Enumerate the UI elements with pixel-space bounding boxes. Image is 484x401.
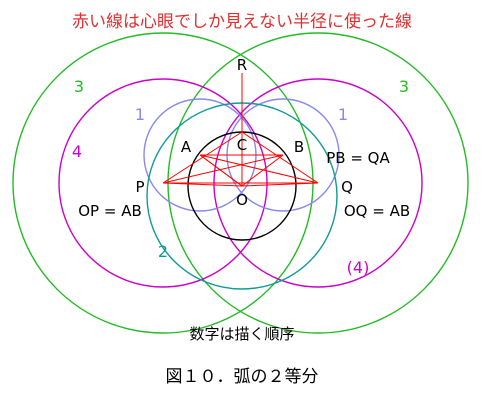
point-label-a: A: [181, 138, 192, 156]
order-note: 数字は描く順序: [189, 325, 294, 343]
step-number-1-left: 1: [135, 105, 145, 124]
point-label-p: P: [135, 178, 144, 196]
point-label-q: Q: [341, 178, 353, 196]
equation-op-ab: OP = AB: [78, 202, 142, 220]
step-number-4-right: (4): [347, 258, 370, 277]
point-label-o: O: [236, 191, 248, 209]
figure-caption: 図１０．弧の２等分: [166, 367, 319, 387]
step-number-3-left: 3: [74, 77, 84, 96]
equation-pb-qa: PB = QA: [326, 149, 390, 167]
radius-lines: [162, 73, 319, 187]
step-number-1-right: 1: [338, 105, 348, 124]
point-label-b: B: [294, 138, 304, 156]
equation-oq-ab: OQ = AB: [344, 202, 410, 220]
point-label-r: R: [237, 56, 247, 74]
step-number-3-right: 3: [399, 77, 409, 96]
point-label-c: C: [237, 136, 247, 154]
step-number-4-left: 4: [72, 142, 82, 161]
diagram-title: 赤い線は心眼でしか見えない半径に使った線: [72, 11, 412, 32]
step-number-2: 2: [158, 242, 168, 261]
